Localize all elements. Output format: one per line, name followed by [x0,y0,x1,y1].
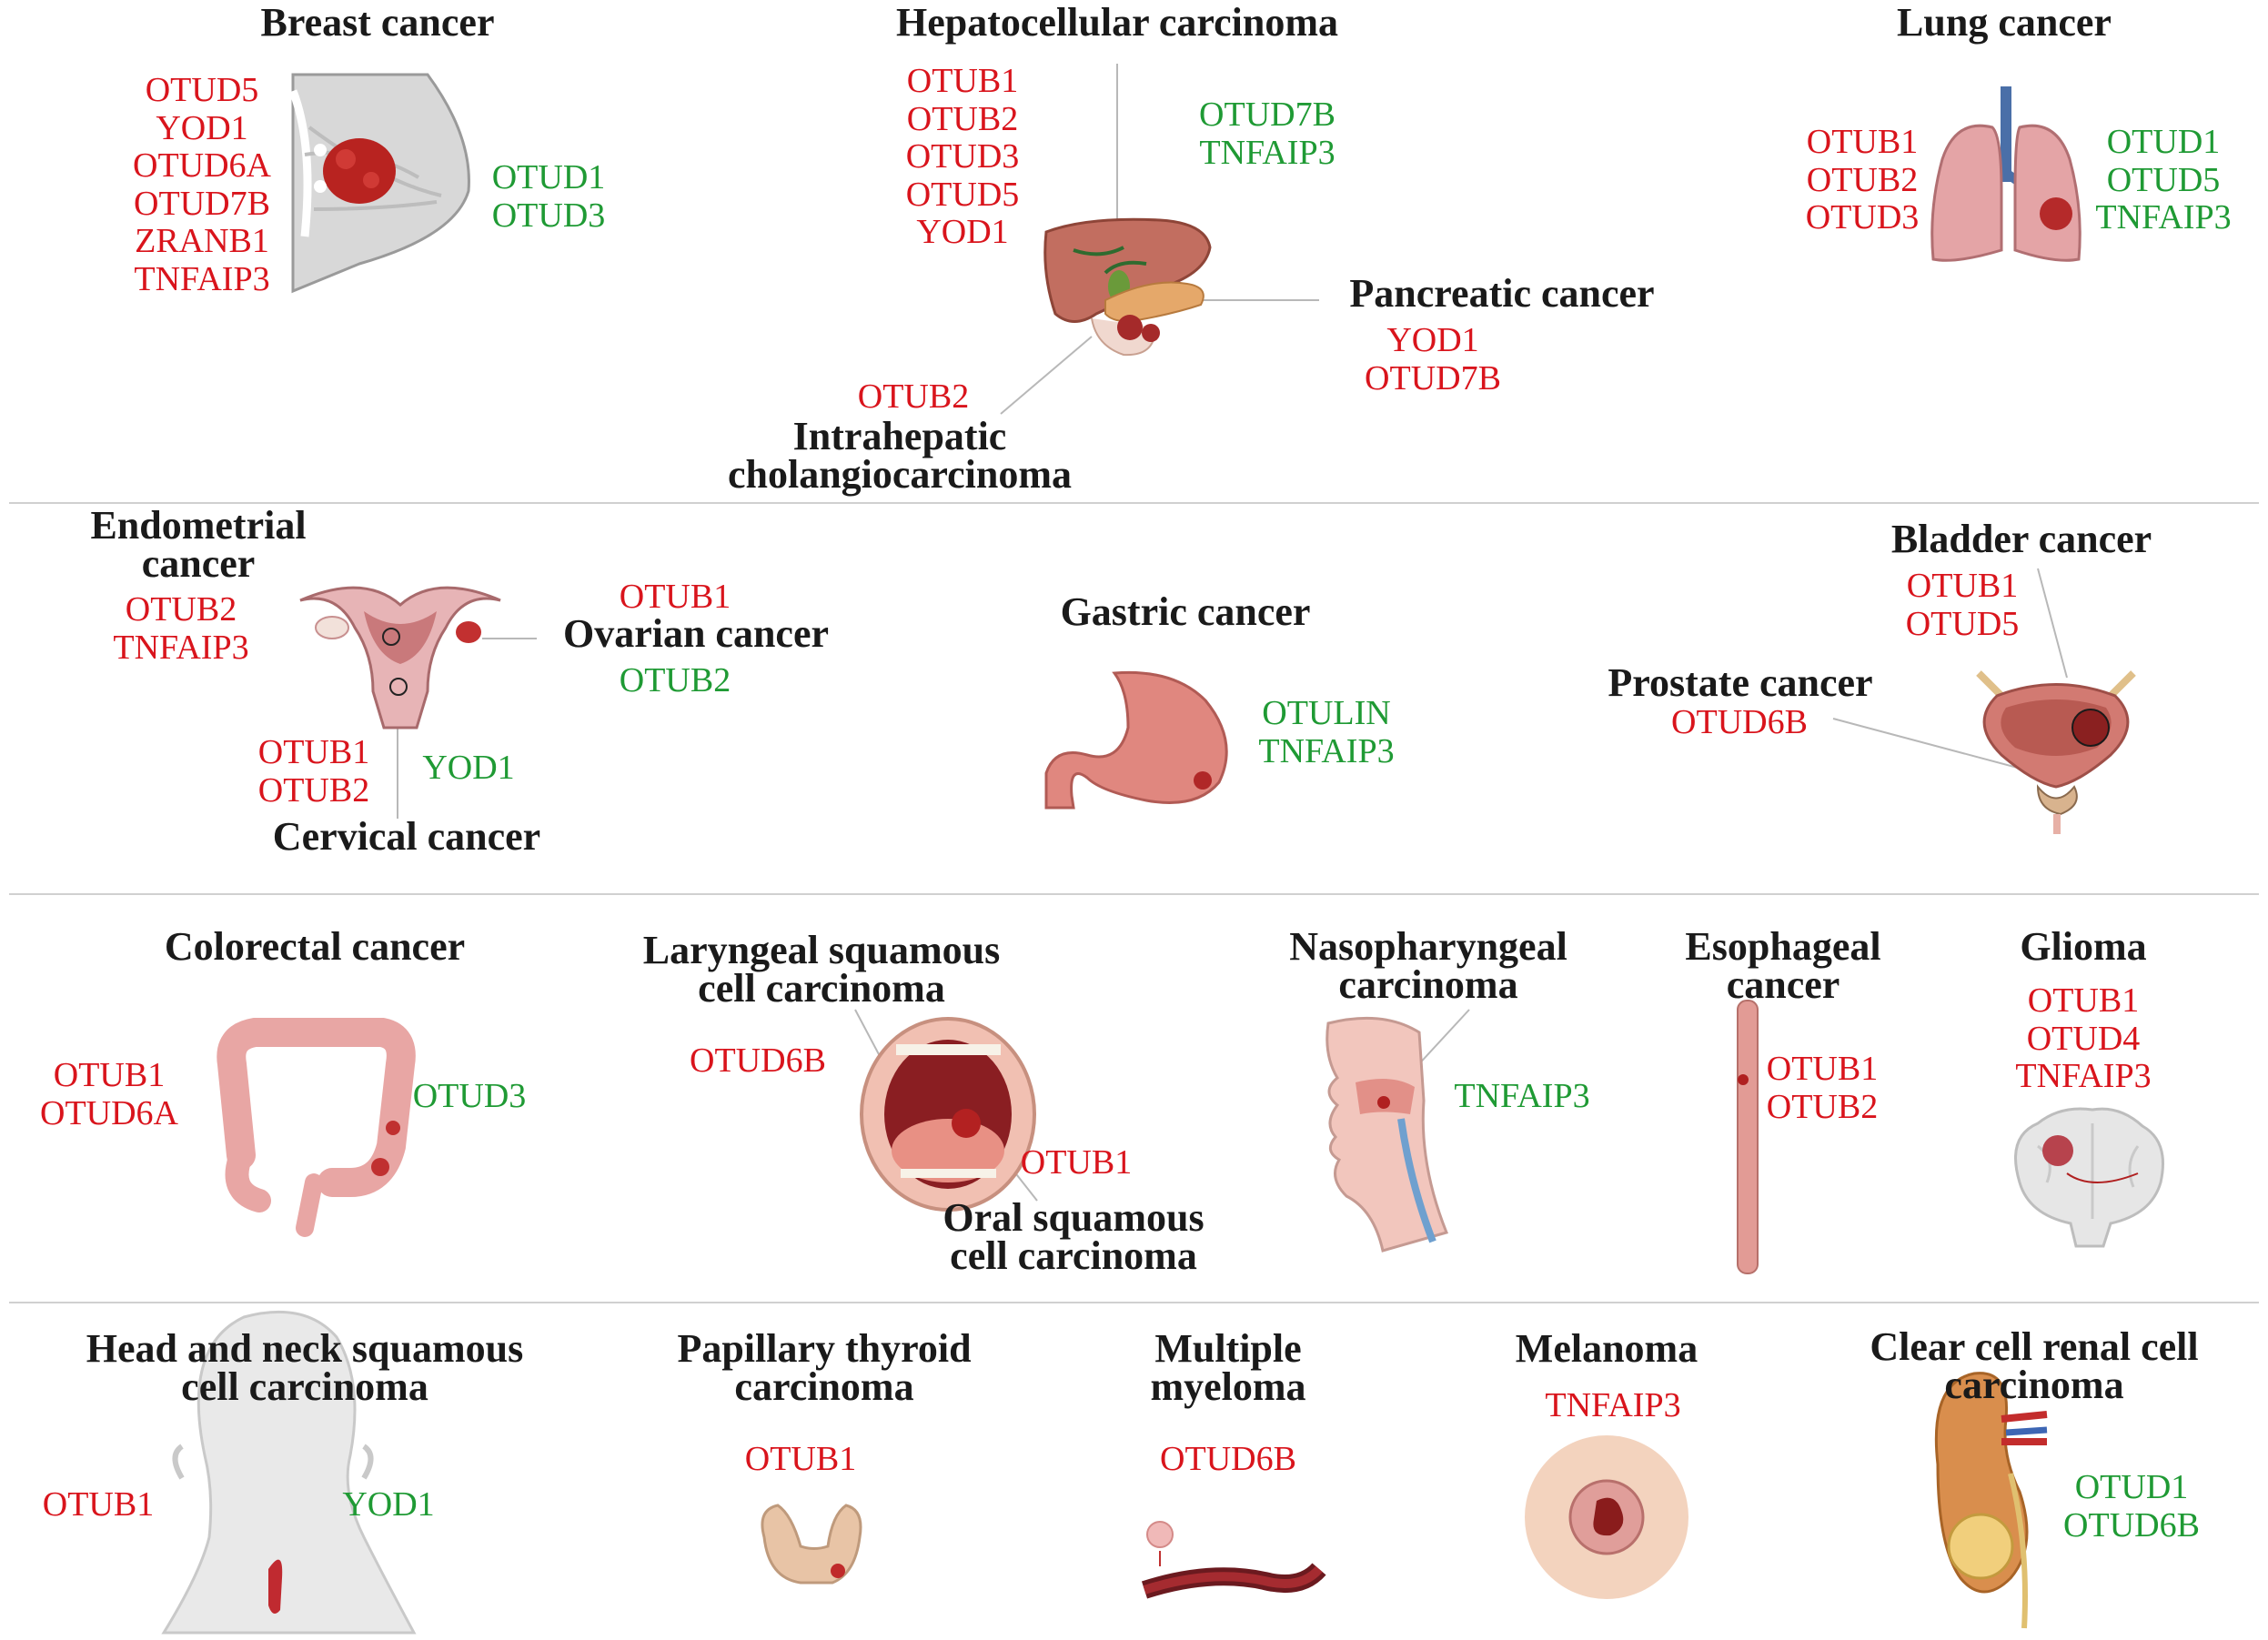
liver-pancreas-illustration [1043,217,1212,357]
hnscc-green-genes: YOD1 [342,1485,435,1524]
prostate-red-genes: OTUD6B [1671,703,1808,741]
lungs-illustration [1930,86,2082,262]
nasopharyngeal-green-genes: TNFAIP3 [1454,1077,1590,1115]
colorectal-green-genes: OTUD3 [412,1077,527,1115]
title-pancreatic-cancer: Pancreatic cancer [1349,271,1655,316]
colon-illustration [217,1018,416,1237]
row-dividers [9,502,2259,1303]
brain-illustration [2014,1107,2164,1248]
kidney-illustration [1934,1372,2048,1629]
title-ovarian-cancer: Ovarian cancer [562,611,830,656]
thyroid-illustration [761,1504,862,1585]
title-prostate-cancer: Prostate cancer [1608,660,1873,705]
uterus-illustration [299,586,501,729]
head-back-illustration [161,1310,417,1635]
title-melanoma: Melanoma [1515,1326,1698,1371]
melanoma-red-genes: TNFAIP3 [1545,1386,1681,1424]
esophagus-illustration [1737,1000,1759,1274]
title-bladder-cancer: Bladder cancer [1890,517,2152,561]
open-mouth-illustration [860,1017,1036,1212]
ovarian-green-genes: OTUB2 [619,661,731,699]
hnscc-red-genes: OTUB1 [42,1485,155,1524]
title-breast-cancer: Breast cancer [260,0,495,45]
myeloma-red-genes: OTUD6B [1160,1440,1296,1478]
skin-lesion-illustration [1525,1435,1688,1599]
breast-illustration [288,73,470,294]
bladder-prostate-illustration [1976,670,2136,834]
thyroid-red-genes: OTUB1 [744,1440,857,1478]
title-lung-cancer: Lung cancer [1897,0,2112,45]
stomach-illustration [1044,670,1228,810]
title-hepatocellular-carcinoma: Hepatocellular carcinoma [896,0,1338,45]
laryngeal-red-genes: OTUD6B [690,1041,826,1080]
icc-red-genes: OTUB2 [857,377,970,416]
title-cervical-cancer: Cervical cancer [272,814,541,859]
ovarian-red-genes: OTUB1 [619,578,731,616]
title-colorectal-cancer: Colorectal cancer [164,924,466,969]
title-gastric-cancer: Gastric cancer [1060,589,1311,634]
title-glioma: Glioma [2020,924,2147,969]
oral-red-genes: OTUB1 [1020,1143,1133,1182]
cervical-green-genes: YOD1 [422,749,515,787]
head-sagittal-illustration [1326,1016,1449,1253]
blood-vessel-illustration [1141,1521,1326,1599]
